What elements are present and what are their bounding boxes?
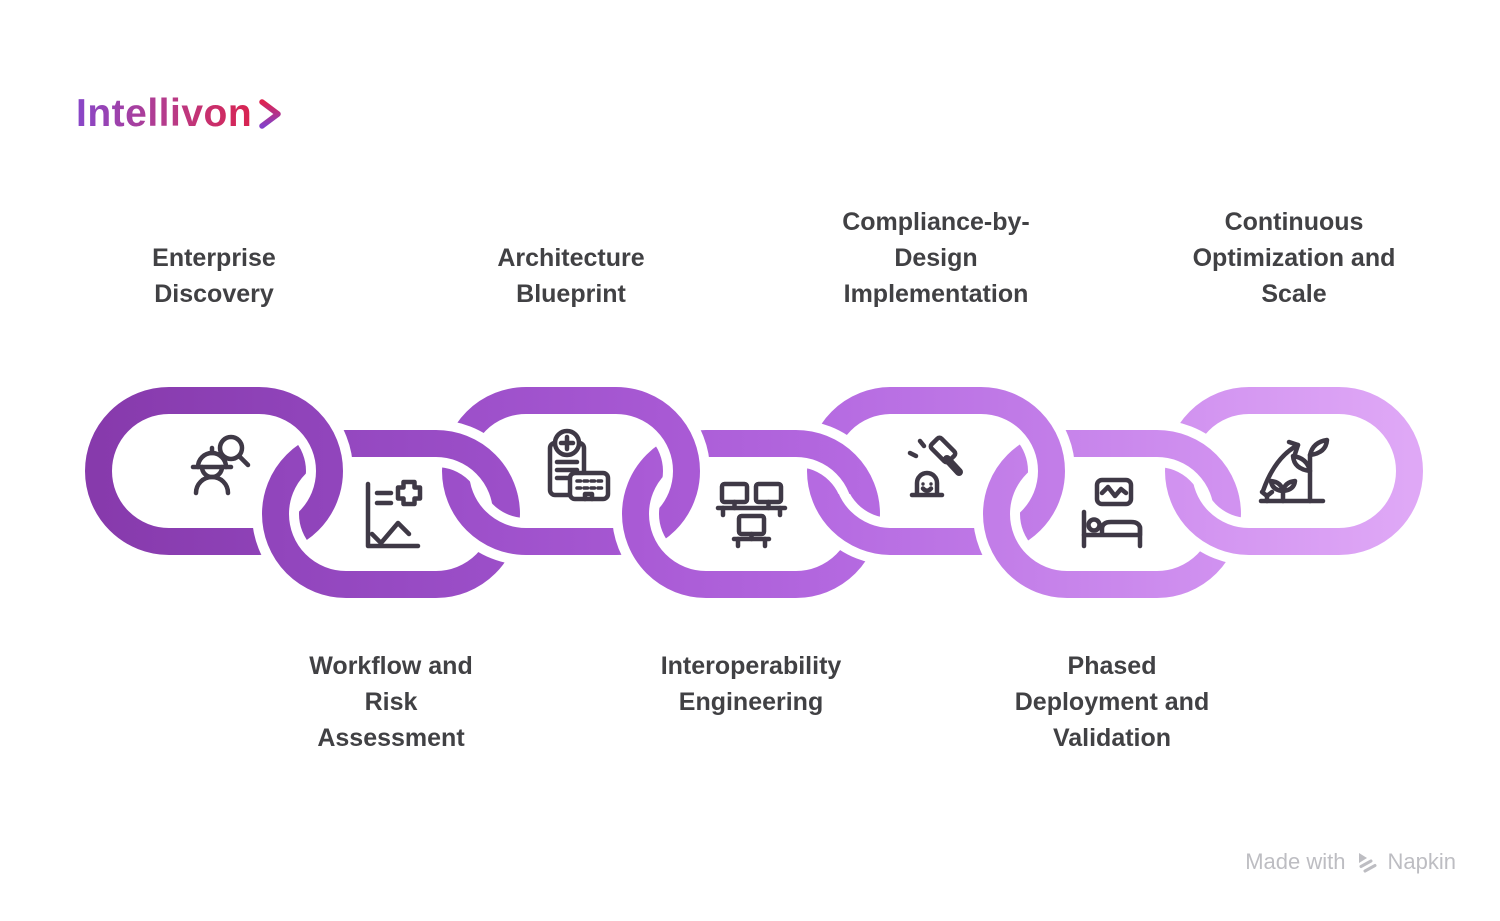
- chain-links: [75, 377, 1433, 608]
- step-label-workflow-risk-assessment: Workflow and Risk Assessment: [309, 652, 473, 752]
- step-label-phased-deployment: Phased Deployment and Validation: [1014, 652, 1210, 752]
- step-label-enterprise-discovery: Enterprise Discovery: [152, 244, 276, 308]
- attribution: Made with Napkin: [1245, 849, 1456, 875]
- workstations-icon: [715, 481, 788, 549]
- gavel-compliance-icon: [907, 435, 963, 498]
- attribution-brand: Napkin: [1387, 849, 1456, 874]
- risk-chart-icon: [365, 479, 423, 549]
- step-label-interoperability-engineering: Interoperability Engineering: [660, 652, 842, 716]
- step-label-continuous-optimization: Continuous Optimization and Scale: [1192, 208, 1396, 308]
- engineer-search-icon: [190, 434, 251, 496]
- logo-chevron-icon: [259, 99, 281, 129]
- attribution-prefix: Made with: [1245, 849, 1346, 874]
- napkin-logo-icon: [1358, 853, 1377, 873]
- hospital-bed-icon: [1081, 477, 1143, 549]
- medical-blueprint-icon: [547, 428, 611, 502]
- brand-name: Intellivon: [76, 92, 253, 135]
- step-label-architecture-blueprint: Architecture Blueprint: [497, 244, 645, 308]
- growth-plant-icon: [1258, 437, 1330, 504]
- step-label-compliance-by-design: Compliance-by- Design Implementation: [842, 208, 1030, 308]
- brand-logo: Intellivon: [76, 92, 284, 136]
